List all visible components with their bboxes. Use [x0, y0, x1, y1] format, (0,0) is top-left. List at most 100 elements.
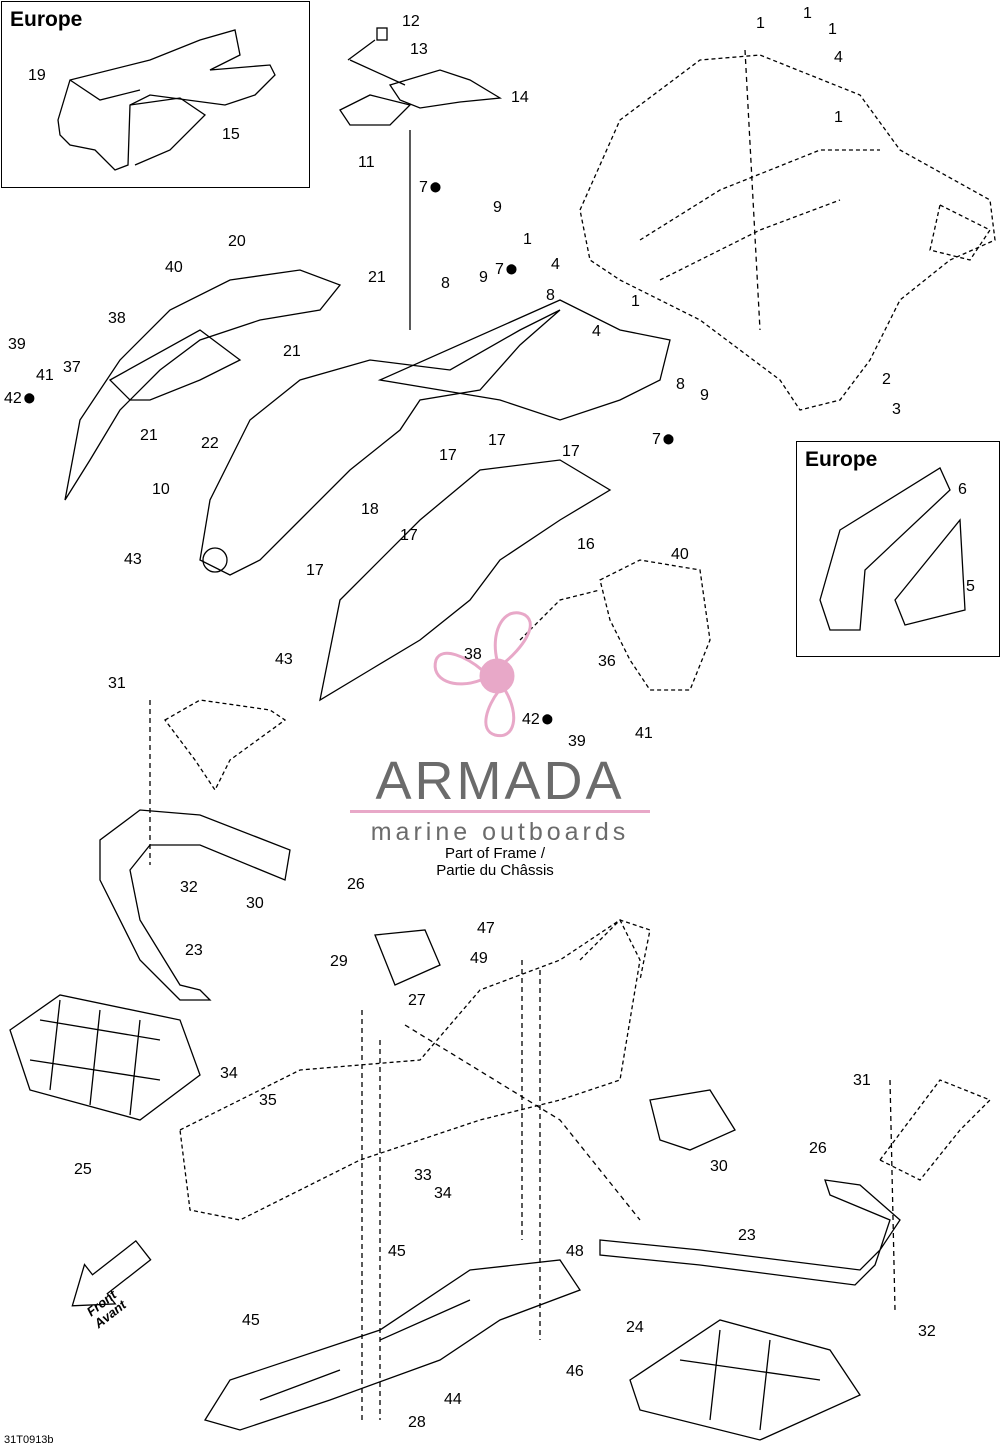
callout-21: 21	[368, 270, 386, 286]
callout-38: 38	[108, 311, 126, 327]
callout-number: 39	[8, 336, 26, 353]
callout-5: 5	[966, 578, 975, 595]
frame-part	[179, 919, 651, 1221]
callout-number: 9	[700, 387, 709, 404]
callout-30: 30	[246, 896, 264, 912]
callout-17: 17	[488, 433, 506, 449]
callout-number: 11	[358, 154, 375, 171]
callout-number: 39	[568, 733, 586, 750]
callout-1: 1	[756, 16, 765, 32]
callout-6: 6	[958, 481, 967, 498]
callout-number: 7	[419, 179, 428, 197]
callout-number: 26	[809, 1140, 827, 1157]
skid-plate-part	[203, 1259, 581, 1431]
callout-29: 29	[330, 954, 348, 970]
callout-number: 42	[4, 390, 22, 408]
callout-number: 3	[892, 401, 901, 418]
callout-32: 32	[180, 880, 198, 896]
callout-number: 4	[592, 323, 601, 340]
drop-icon: ⬤	[23, 393, 35, 404]
callout-48: 48	[566, 1244, 584, 1260]
callout-number: 21	[283, 343, 301, 360]
callout-number: 32	[180, 879, 198, 896]
callout-number: 31	[108, 675, 126, 692]
callout-34: 34	[434, 1186, 452, 1202]
frame-note-line2: Partie du Châssis	[436, 862, 554, 879]
callout-27: 27	[408, 993, 426, 1009]
callout-number: 13	[410, 41, 428, 58]
callout-23: 23	[185, 943, 203, 959]
callout-number: 21	[368, 269, 386, 286]
callout-28: 28	[408, 1415, 426, 1431]
front-arrow-icon	[71, 1239, 152, 1307]
callout-11: 11	[358, 155, 375, 171]
europe-side-panel-part	[819, 467, 966, 631]
callout-number: 37	[63, 359, 81, 376]
callout-number: 33	[414, 1167, 432, 1184]
europe-front-fender-part	[57, 29, 276, 171]
right-footpeg	[649, 1089, 736, 1151]
callout-10: 10	[152, 482, 170, 498]
watermark-rule	[350, 810, 650, 813]
callout-number: 43	[275, 651, 293, 668]
callout-43: 43	[124, 552, 142, 568]
callout-number: 31	[853, 1072, 871, 1089]
inset-title: Europe	[10, 8, 83, 31]
callout-17: 17	[400, 528, 418, 544]
callout-number: 40	[671, 546, 689, 563]
callout-number: 26	[347, 876, 365, 893]
callout-number: 9	[493, 199, 502, 216]
callout-21: 21	[140, 428, 158, 444]
callout-17: 17	[306, 563, 324, 579]
callout-14: 14	[511, 90, 529, 106]
callout-43: 43	[275, 652, 293, 668]
callout-number: 1	[756, 15, 765, 32]
rear-mudflap-part	[519, 559, 711, 691]
callout-46: 46	[566, 1364, 584, 1380]
frame-note: Part of Frame / Partie du Châssis	[410, 845, 580, 879]
callout-18: 18	[361, 502, 379, 518]
callout-number: 9	[479, 269, 488, 286]
callout-32: 32	[918, 1324, 936, 1340]
callout-number: 20	[228, 233, 246, 250]
callout-number: 12	[402, 13, 420, 30]
drawing-code: 31T0913b	[4, 1434, 54, 1446]
callout-3: 3	[892, 402, 901, 418]
callout-42: 42⬤	[4, 391, 35, 407]
callout-number: 48	[566, 1243, 584, 1260]
callout-13: 13	[410, 42, 428, 58]
callout-4: 4	[834, 50, 843, 66]
callout-number: 41	[36, 367, 54, 384]
drop-icon: ⬤	[429, 182, 442, 193]
callout-19: 19	[28, 67, 46, 84]
callout-17: 17	[439, 448, 457, 464]
callout-number: 30	[710, 1158, 728, 1175]
callout-number: 8	[676, 376, 685, 393]
callout-8: 8	[441, 276, 450, 292]
callout-9: 9	[700, 388, 709, 404]
callout-12: 12	[402, 14, 420, 30]
callout-1: 1	[631, 294, 640, 310]
callout-24: 24	[626, 1320, 644, 1336]
callout-number: 4	[834, 49, 843, 66]
callout-26: 26	[347, 877, 365, 893]
watermark-tagline: marine outboards	[370, 818, 630, 846]
callout-42: 42⬤	[522, 712, 553, 728]
callout-number: 28	[408, 1414, 426, 1431]
callout-41: 41	[36, 368, 54, 384]
callout-number: 22	[201, 435, 219, 452]
callout-47: 47	[477, 921, 495, 937]
callout-39: 39	[568, 734, 586, 750]
callout-25: 25	[74, 1162, 92, 1178]
callout-number: 14	[511, 89, 529, 106]
callout-23: 23	[738, 1228, 756, 1244]
callout-33: 33	[414, 1168, 432, 1184]
callout-number: 1	[828, 21, 837, 38]
callout-number: 18	[361, 501, 379, 518]
callout-1: 1	[834, 110, 843, 126]
callout-30: 30	[710, 1159, 728, 1175]
callout-number: 42	[522, 711, 540, 729]
callout-number: 35	[259, 1092, 277, 1109]
callout-number: 45	[388, 1243, 406, 1260]
